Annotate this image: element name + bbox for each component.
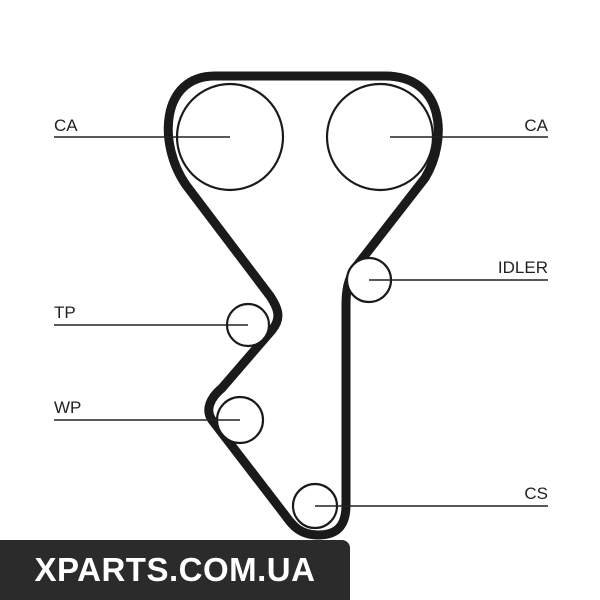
label-idler: IDLER xyxy=(498,258,548,277)
label-wp: WP xyxy=(54,398,81,417)
watermark-banner: XPARTS.COM.UA xyxy=(0,540,350,600)
label-ca-left: CA xyxy=(54,116,78,135)
label-tp: TP xyxy=(54,303,76,322)
timing-belt xyxy=(163,71,443,540)
label-cs: CS xyxy=(524,484,548,503)
label-ca-right: CA xyxy=(524,116,548,135)
watermark-text: XPARTS.COM.UA xyxy=(34,551,316,588)
